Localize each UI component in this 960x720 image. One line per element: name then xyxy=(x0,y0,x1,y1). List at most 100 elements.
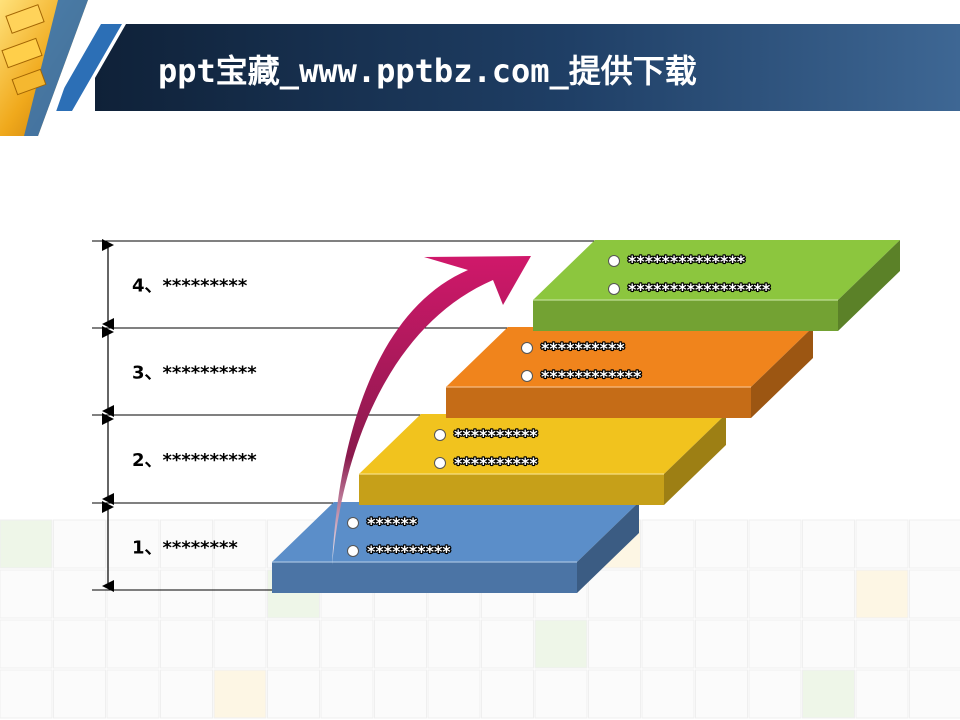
background-tile xyxy=(748,519,802,569)
background-tile xyxy=(802,519,855,569)
gold-bars-photo xyxy=(0,0,95,146)
background-tile xyxy=(106,669,160,719)
background-tile xyxy=(53,519,106,569)
background-tile xyxy=(802,569,855,619)
step-side-face xyxy=(838,240,900,331)
background-tile xyxy=(588,569,641,619)
background-tile xyxy=(160,519,213,569)
step-2: ********** ********** xyxy=(359,414,726,505)
background-tile xyxy=(641,669,695,719)
step-bullet-text: ************** xyxy=(628,252,746,271)
level-label-1: 1、******** xyxy=(132,538,238,559)
page-title: ppt宝藏_www.pptbz.com_提供下载 xyxy=(158,52,697,90)
background-tile xyxy=(160,569,213,619)
step-bullet-text: ************ xyxy=(541,367,642,386)
growth-arrow xyxy=(332,256,531,565)
step-top-face xyxy=(446,327,813,387)
step-front-face xyxy=(446,387,751,418)
background-tile xyxy=(695,619,748,669)
background-tile xyxy=(213,619,267,669)
level-labels: 1、******** 2、********** 3、********** 4、****… xyxy=(132,276,257,559)
step-bullet-text: ********** xyxy=(454,426,538,445)
background-tile xyxy=(909,619,960,669)
step-bullet-text: ********** xyxy=(541,339,625,358)
bullet-dot xyxy=(347,545,359,557)
step-1: **************** xyxy=(272,502,639,593)
background-tile xyxy=(641,519,695,569)
background-tile xyxy=(641,619,695,669)
background-tile xyxy=(695,669,748,719)
background-tile xyxy=(374,669,427,719)
header-bar: ppt宝藏_www.pptbz.com_提供下载 xyxy=(38,24,960,111)
level-dividers xyxy=(92,239,620,592)
background-tile xyxy=(0,619,53,669)
background-tile xyxy=(160,669,213,719)
background-tile xyxy=(160,619,213,669)
background-tile xyxy=(213,569,267,619)
background-tile xyxy=(374,619,427,669)
background-tile xyxy=(106,619,160,669)
background-tile xyxy=(534,669,588,719)
background-tile xyxy=(106,569,160,619)
level-label-4: 4、********* xyxy=(132,276,248,297)
background-tile xyxy=(641,569,695,619)
background-tile xyxy=(213,669,267,719)
step-bullet-text: ***************** xyxy=(628,280,771,299)
background-tile xyxy=(213,519,267,569)
step-side-face xyxy=(751,327,813,418)
background-tile xyxy=(695,569,748,619)
background-tile xyxy=(53,569,106,619)
background-tile xyxy=(909,569,960,619)
bullet-dot xyxy=(521,370,533,382)
step-front-face xyxy=(533,300,838,331)
background-tile xyxy=(53,619,106,669)
background-tile xyxy=(427,669,481,719)
background-tile xyxy=(53,669,106,719)
background-tile xyxy=(588,669,641,719)
staircase: ****************************************… xyxy=(272,240,900,593)
bullet-dot xyxy=(434,457,446,469)
step-front-face xyxy=(359,474,664,505)
step-top-face xyxy=(272,502,639,562)
step-bullet-text: ********** xyxy=(454,454,538,473)
background-tile xyxy=(0,519,53,569)
background-tile xyxy=(748,569,802,619)
background-tile xyxy=(320,669,374,719)
background-tile xyxy=(909,519,960,569)
background-tile xyxy=(802,669,855,719)
background-tile xyxy=(802,619,855,669)
bullet-dot xyxy=(347,517,359,529)
background-tile xyxy=(267,669,320,719)
bullet-dot xyxy=(434,429,446,441)
background-tile xyxy=(481,669,534,719)
background-tile xyxy=(909,669,960,719)
background-tile xyxy=(695,519,748,569)
background-tile xyxy=(748,619,802,669)
level-label-2: 2、********** xyxy=(132,450,257,471)
background-tile xyxy=(855,519,909,569)
background-tile xyxy=(481,619,534,669)
step-bullet-text: ********** xyxy=(367,542,451,561)
background-tile xyxy=(106,519,160,569)
bullet-dot xyxy=(608,255,620,267)
step-bullet-text: ****** xyxy=(367,514,418,533)
step-3: ********************** xyxy=(446,327,813,418)
background-tile xyxy=(855,619,909,669)
background-tile xyxy=(0,669,53,719)
step-top-face xyxy=(359,414,726,474)
background-tile xyxy=(267,619,320,669)
level-label-3: 3、********** xyxy=(132,363,257,384)
step-side-face xyxy=(664,414,726,505)
background-tile xyxy=(534,619,588,669)
background-tile xyxy=(0,569,53,619)
step-front-face xyxy=(272,562,577,593)
background-tile xyxy=(588,619,641,669)
background-tile xyxy=(855,669,909,719)
background-tile xyxy=(855,569,909,619)
step-side-face xyxy=(577,502,639,593)
step-top-face xyxy=(533,240,900,300)
background-tile xyxy=(320,619,374,669)
bullet-dot xyxy=(521,342,533,354)
background-tile xyxy=(427,619,481,669)
